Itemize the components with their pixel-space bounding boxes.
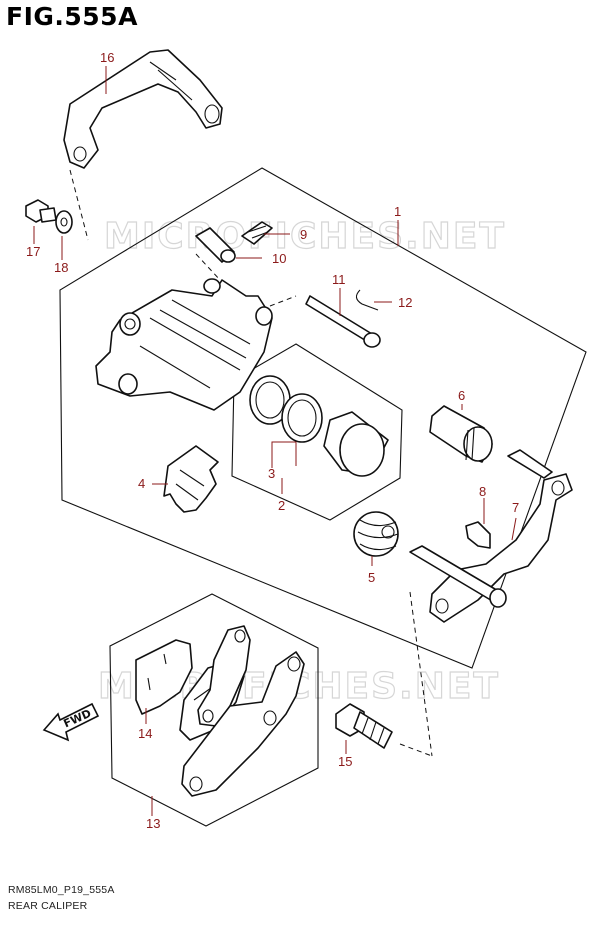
callout-7: 7 <box>512 500 519 515</box>
connector-line <box>409 591 433 757</box>
callout-11: 11 <box>332 272 346 287</box>
cap-part[interactable] <box>195 227 236 263</box>
caliper-bolt-part[interactable] <box>335 703 393 749</box>
callout-14: 14 <box>138 726 152 741</box>
callout-16: 16 <box>100 50 114 65</box>
connector-line <box>195 253 221 281</box>
connector-line <box>269 295 297 307</box>
figure-name: REAR CALIPER <box>8 900 88 912</box>
boot-part[interactable] <box>353 511 399 557</box>
bleeder-part[interactable] <box>241 221 273 245</box>
watermark-top: MICROFICHES.NET <box>104 216 506 257</box>
caliper-assembly-frame <box>59 167 587 669</box>
callout-10: 10 <box>272 251 286 266</box>
callout-12: 12 <box>398 295 412 310</box>
callout-15: 15 <box>338 754 352 769</box>
retainer-part[interactable] <box>465 521 491 549</box>
pin-clip-part[interactable] <box>355 289 379 311</box>
pad-set-frame <box>109 593 319 827</box>
callout-18: 18 <box>54 260 68 275</box>
callout-6: 6 <box>458 388 465 403</box>
callout-1: 1 <box>394 204 401 219</box>
washer-part[interactable] <box>55 210 73 234</box>
figure-code: RM85LM0_P19_555A <box>8 884 115 896</box>
caliper-body-part[interactable] <box>95 278 273 411</box>
callout-8: 8 <box>479 484 486 499</box>
piston-seal-part[interactable] <box>249 375 323 443</box>
bracket-part[interactable] <box>63 49 223 169</box>
connector-line <box>399 743 433 757</box>
piston-part[interactable] <box>323 411 389 477</box>
callout-3: 3 <box>268 466 275 481</box>
pad-shim-part[interactable] <box>181 625 305 797</box>
connector-line <box>69 169 89 241</box>
caliper-bracket-part[interactable] <box>409 449 573 623</box>
figure-title: FIG.555A <box>6 2 138 31</box>
pad-spring-part[interactable] <box>163 445 219 513</box>
callout-9: 9 <box>300 227 307 242</box>
callout-5: 5 <box>368 570 375 585</box>
callout-2: 2 <box>278 498 285 513</box>
callout-13: 13 <box>146 816 160 831</box>
callout-17: 17 <box>26 244 40 259</box>
callout-4: 4 <box>138 476 145 491</box>
bolt-part[interactable] <box>25 199 57 223</box>
pad-pin-part[interactable] <box>305 295 381 348</box>
fwd-arrow-icon: FWD <box>42 702 100 742</box>
sleeve-part[interactable] <box>429 405 493 463</box>
